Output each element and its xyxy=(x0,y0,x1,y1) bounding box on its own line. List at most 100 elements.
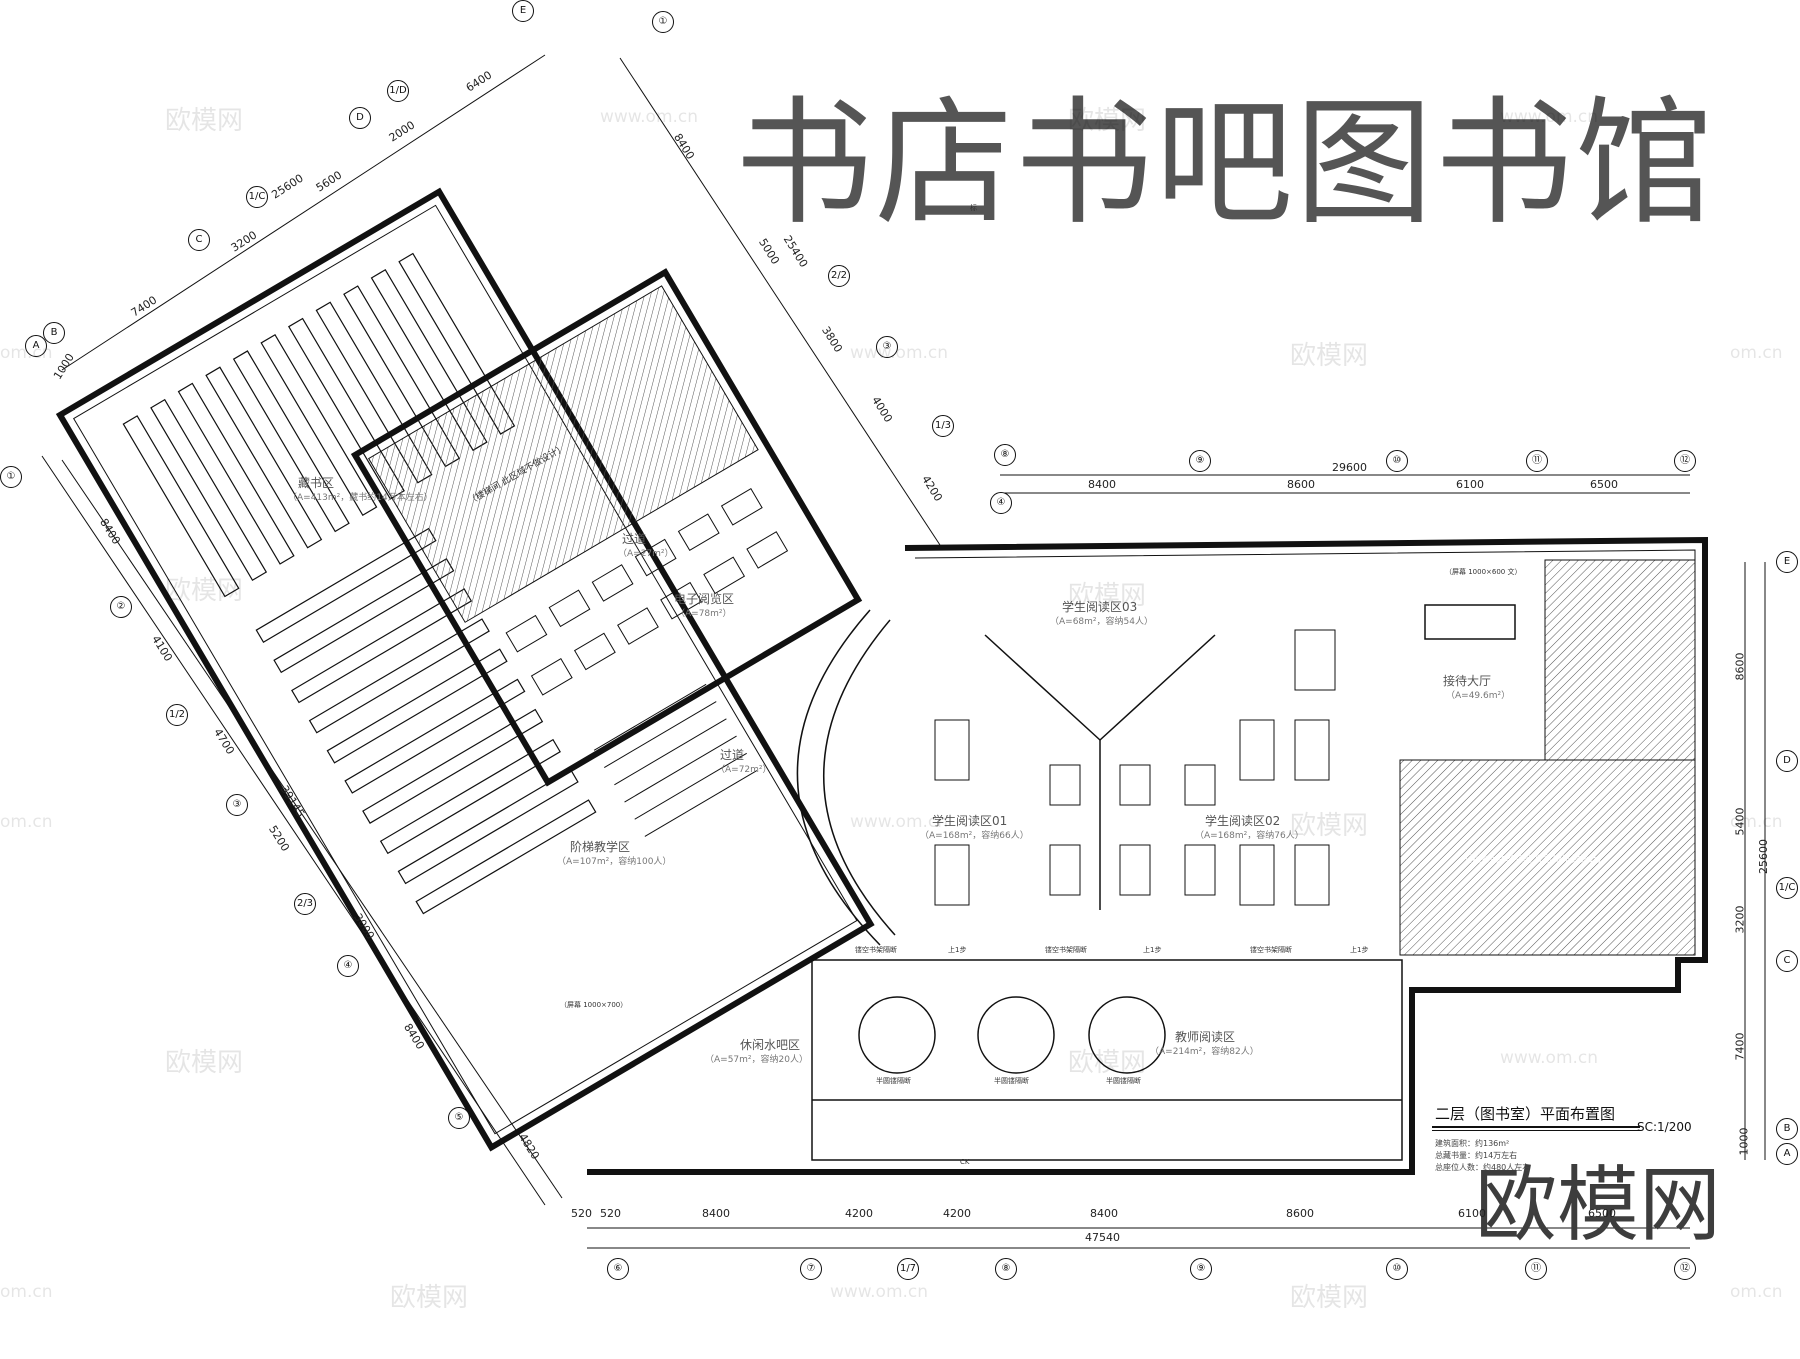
watermark: 欧模网 xyxy=(1068,581,1147,611)
reception-desk xyxy=(1424,604,1516,640)
grid-bubble: ④ xyxy=(337,955,359,977)
watermark: 欧模网 xyxy=(1290,1283,1369,1313)
step-up-label: 上1步 xyxy=(948,946,967,954)
watermark-url-partial: om.cn xyxy=(1730,343,1783,363)
grid-bubble: ④ xyxy=(990,492,1012,514)
room-sub-corridor-2: （A=72m²） xyxy=(716,765,772,775)
grid-bubble: ① xyxy=(0,466,22,488)
shelf-partition-label: 镂空书架隔断 xyxy=(855,946,897,954)
plan-caption: 二层（图书室）平面布置图 xyxy=(1435,1105,1616,1123)
caption-rule xyxy=(1432,1126,1640,1128)
room-label-teacher: 教师阅读区 xyxy=(1175,1030,1236,1044)
watermark: 欧模网 xyxy=(165,1048,244,1078)
plan-note: 总藏书量：约14万左右 xyxy=(1435,1151,1518,1160)
grid-bubble: D xyxy=(1776,750,1798,772)
dimension-lines xyxy=(41,54,1766,1249)
grid-bubble: C xyxy=(1776,950,1798,972)
watermark: 欧模网 xyxy=(390,1283,469,1313)
grid-bubble: ⑪ xyxy=(1526,450,1548,472)
room-label-water-bar: 休闲水吧区 xyxy=(740,1038,801,1052)
room-label-student-01: 学生阅读区01 xyxy=(932,814,1008,828)
watermark-url-partial: om.cn xyxy=(0,1282,53,1302)
grid-bubble: ⑦ xyxy=(800,1258,822,1280)
teacher-round-booths xyxy=(858,996,1166,1074)
grid-bubble: ⑪ xyxy=(1525,1258,1547,1280)
grid-bubble: 1/3 xyxy=(932,415,954,437)
watermark: 欧模网 xyxy=(1290,811,1369,841)
left-wing xyxy=(55,187,875,1152)
dimension-label: 8400 xyxy=(702,1207,730,1220)
upper-wing xyxy=(350,268,863,787)
dimension-total: 47540 xyxy=(1085,1231,1120,1244)
screen-right-label: （屏幕 1000×600 文） xyxy=(1445,568,1522,576)
grid-bubble: 2/3 xyxy=(294,893,316,915)
dimension-label: 3200 xyxy=(1733,905,1747,934)
room-label-step-teaching: 阶梯教学区 xyxy=(570,840,631,854)
tag-mark: 标 xyxy=(970,204,977,212)
dimension-total: 25600 xyxy=(1757,839,1770,874)
watermark-url: www.om.cn xyxy=(850,812,949,832)
grid-bubble: E xyxy=(512,0,534,22)
watermark-url: www.om.cn xyxy=(1500,107,1599,127)
watermark-url: www.om.cn xyxy=(1500,1048,1599,1068)
dimension-label: 8600 xyxy=(1287,478,1315,491)
upper-wing-outline xyxy=(350,268,863,787)
dimension-label: 8400 xyxy=(1090,1207,1118,1220)
room-label-reception: 接待大厅 xyxy=(1443,674,1492,688)
grid-bubble: 1/7 xyxy=(897,1258,919,1280)
plan-note: 总座位人数：约480人左右 xyxy=(1435,1163,1531,1172)
watermark: 欧模网 xyxy=(1068,1048,1147,1078)
dimension-label: 6500 xyxy=(1588,1207,1616,1220)
dimension-label: 8600 xyxy=(1733,652,1747,681)
upper-wing-tables xyxy=(505,488,789,696)
room-sub-student-01: （A=168m²，容纳66人） xyxy=(920,831,1029,841)
grid-bubble: ⑩ xyxy=(1386,1258,1408,1280)
room-label-e-reading: 电子阅览区 xyxy=(674,592,735,606)
grid-bubble: ⑤ xyxy=(448,1107,470,1129)
watermark: 欧模网 xyxy=(1068,106,1147,136)
grid-bubble: 1/C xyxy=(1776,877,1798,899)
watermark-url-partial: om.cn xyxy=(1730,812,1783,832)
grid-bubble: ⑩ xyxy=(1386,450,1408,472)
dimension-label: 8600 xyxy=(1286,1207,1314,1220)
page-title: 书店书吧图书馆 xyxy=(735,83,1716,244)
grid-bubble: 1/D xyxy=(387,80,409,102)
grid-bubble: ⑨ xyxy=(1190,1258,1212,1280)
grid-bubble: A xyxy=(25,335,47,357)
grid-bubble: C xyxy=(188,229,210,251)
grid-bubble: 1/C xyxy=(246,186,268,208)
grid-bubble: ⑨ xyxy=(1189,450,1211,472)
watermark-url: www.om.cn xyxy=(850,343,949,363)
room-label-corridor: 过道 xyxy=(622,532,647,546)
stair-hatched-right xyxy=(1399,759,1696,956)
watermark: 欧模网 xyxy=(165,576,244,606)
grid-bubble: 2/2 xyxy=(828,265,850,287)
grid-bubble: B xyxy=(43,322,65,344)
room-sub-step-teaching: （A=107m²，容纳100人） xyxy=(557,857,672,867)
hatched-area-label: （楼梯及共享空间 此区域不做设计） xyxy=(1460,855,1607,865)
grid-bubble: ① xyxy=(652,11,674,33)
room-sub-stack: （A=413m²，藏书约14万本左右） xyxy=(288,493,433,503)
plan-scale: SC:1/200 xyxy=(1637,1120,1692,1134)
watermark-url: www.om.cn xyxy=(600,107,699,127)
watermark: 欧模网 xyxy=(1290,341,1369,371)
grid-bubble: D xyxy=(349,107,371,129)
grid-bubble: ⑧ xyxy=(995,1258,1017,1280)
grid-bubble: ⑧ xyxy=(994,444,1016,466)
right-block-outline xyxy=(587,536,1708,1175)
caption-rule-thin xyxy=(1432,1130,1640,1131)
left-wing-inner xyxy=(73,204,858,1135)
grid-bubble: A xyxy=(1776,1143,1798,1165)
teacher-walls xyxy=(811,959,1403,1161)
plan-note: 建筑面积：约136m² xyxy=(1435,1139,1510,1148)
room-sub-student-02: （A=168m²，容纳76人） xyxy=(1195,831,1304,841)
room-label-corridor-2: 过道 xyxy=(720,748,745,762)
half-partition-label: 半圆镂隔断 xyxy=(1106,1077,1141,1085)
dimension-label: 1000 xyxy=(1737,1127,1751,1156)
grid-bubble: 1/2 xyxy=(166,704,188,726)
dimension-label: 7400 xyxy=(1733,1032,1747,1061)
watermark-url-partial: om.cn xyxy=(0,812,53,832)
stair-hatched-right-top xyxy=(1544,559,1696,761)
grid-bubble: B xyxy=(1776,1118,1798,1140)
step-teaching-stairs xyxy=(593,683,758,837)
